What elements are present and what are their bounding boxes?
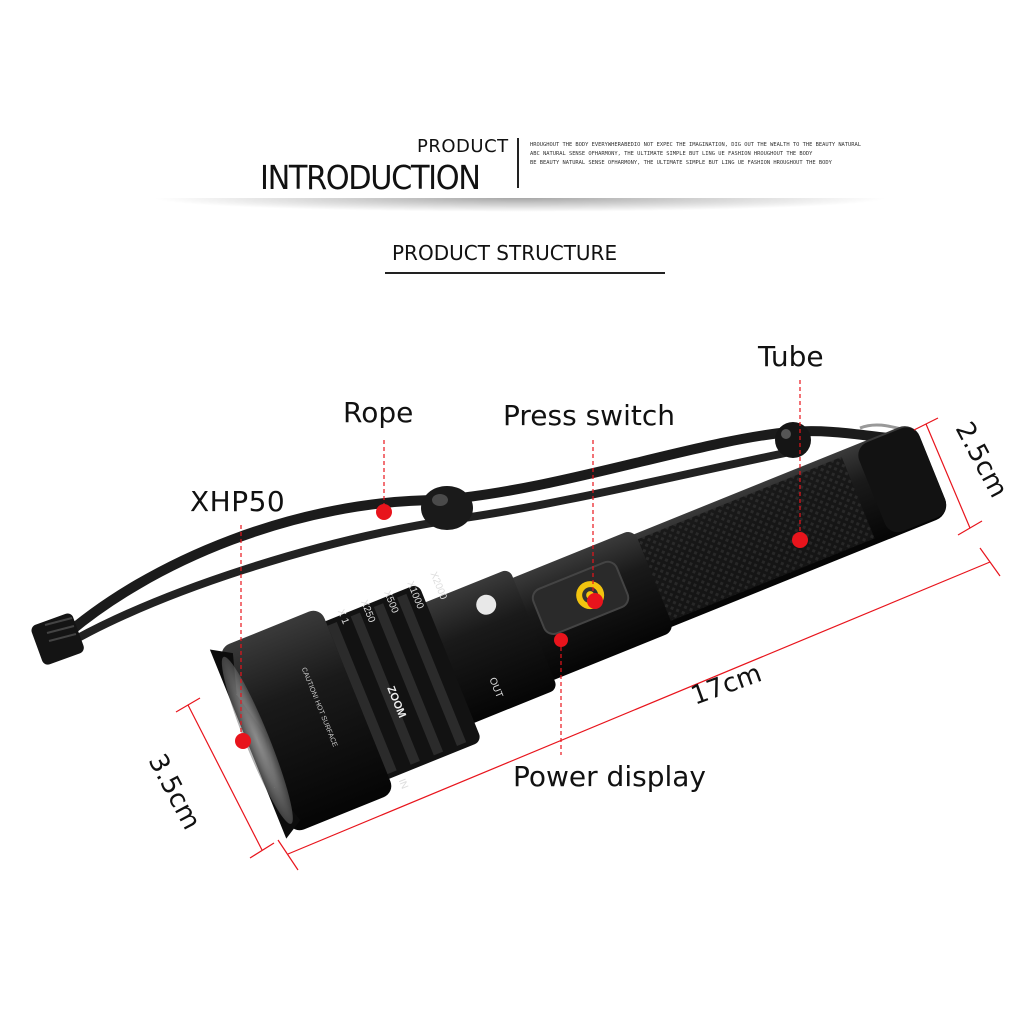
section-title: PRODUCT STRUCTURE xyxy=(392,241,618,265)
zoom-mark-1: X 1 xyxy=(335,608,351,626)
label-xhp50: XHP50 xyxy=(190,485,285,518)
xhp50-dot xyxy=(235,733,251,749)
dim-length: 17cm xyxy=(687,659,766,712)
label-tube: Tube xyxy=(757,340,824,373)
rope xyxy=(31,422,916,665)
blurb-line-3: BE BEAUTY NATURAL SENSE OFHARMONY, THE U… xyxy=(530,160,832,166)
tube-dot xyxy=(792,532,808,548)
head-dimension-line xyxy=(187,704,263,851)
blurb-line-1: HROUGHOUT THE BODY EVERYWHERABEDIO NOT E… xyxy=(530,142,862,148)
dim-head: 3.5cm xyxy=(142,749,207,835)
header-blurb: HROUGHOUT THE BODY EVERYWHERABEDIO NOT E… xyxy=(530,141,870,168)
rope-dot xyxy=(376,504,392,520)
label-rope: Rope xyxy=(343,396,413,429)
length-dimension-line xyxy=(287,561,991,855)
header-divider xyxy=(517,138,519,188)
callout-dots xyxy=(235,504,808,749)
header-title-small: PRODUCT xyxy=(417,136,509,157)
callout-leaders xyxy=(240,380,801,755)
label-press-switch: Press switch xyxy=(503,399,675,432)
press-switch-dot xyxy=(587,593,603,609)
dimension-lines xyxy=(175,417,1001,871)
section-title-underline xyxy=(385,272,665,274)
zoom-mark-5: X2000 xyxy=(428,570,449,601)
zoom-in-label: IN xyxy=(396,777,410,790)
power-display-dot xyxy=(554,633,568,647)
dim-tail: 2.5cm xyxy=(949,417,1014,503)
lens xyxy=(221,656,293,824)
header-title-big: INTRODUCTION xyxy=(260,158,481,197)
tail-dimension-line xyxy=(925,423,971,529)
label-power-display: Power display xyxy=(513,760,706,793)
header-shadow xyxy=(150,198,890,212)
flashlight-body: X 1 X250 X500 X1000 X2000 ZOOM IN OUT CA… xyxy=(209,426,947,839)
blurb-line-2: ABC NATURAL SENSE OFHARMONY, THE ULTIMAT… xyxy=(530,151,813,157)
